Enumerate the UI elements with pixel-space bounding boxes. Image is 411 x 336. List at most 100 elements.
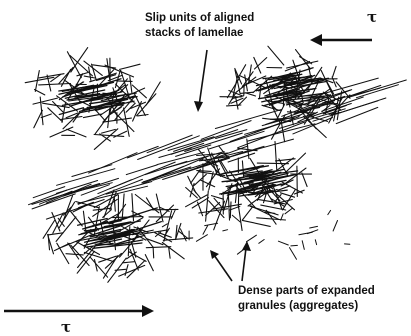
tau-bottom-label: τ — [61, 318, 71, 336]
granule-lamella — [71, 48, 88, 72]
granule-lamella — [135, 195, 159, 213]
granule-lamella — [303, 116, 326, 137]
granule-lamella — [146, 247, 171, 248]
fragment-lamella — [315, 240, 316, 245]
granule-lamella — [120, 64, 140, 69]
slip-units-label-line1: Slip units of aligned — [145, 11, 254, 26]
granule-lamella — [146, 82, 160, 105]
granule-lamella — [83, 211, 86, 233]
granule-lamella — [302, 173, 307, 187]
granule-lamella — [259, 86, 261, 99]
granule-lamella — [242, 220, 270, 226]
fragment-lamella — [328, 210, 331, 214]
slip-lamella — [126, 165, 157, 175]
granule-lamella — [138, 115, 149, 116]
granule-lamella — [145, 255, 153, 271]
fragment-lamella — [162, 224, 167, 227]
fragment-lamella — [203, 226, 208, 235]
granule-lamella — [66, 254, 83, 255]
slip-lamella — [209, 131, 264, 149]
granule-lamella — [68, 243, 79, 259]
granule-lamella — [268, 46, 284, 65]
granule-lamella — [43, 221, 54, 239]
tau-top-label: τ — [367, 8, 377, 26]
fragment-lamella — [310, 226, 318, 228]
granule-lamella — [212, 196, 224, 200]
fragment-lamella — [223, 230, 228, 231]
granule-lamella — [283, 190, 296, 210]
granule-lamella — [261, 205, 286, 210]
granule-lamella — [254, 57, 261, 73]
slip-units-label: Slip units of aligned stacks of lamellae — [145, 11, 254, 41]
granule-lamella — [105, 253, 121, 268]
granule-lamella — [71, 245, 89, 265]
dense-pointer-right-head — [242, 241, 251, 251]
granule-lamella — [242, 207, 252, 220]
granule-lamella — [34, 110, 43, 128]
granule-lamella — [48, 233, 63, 235]
granule-lamella — [115, 269, 126, 270]
fragment-lamella — [290, 248, 297, 260]
granule-lamella — [130, 77, 132, 93]
fragment-lamella — [285, 208, 293, 214]
fragment-lamella — [232, 215, 240, 222]
granule-lamella — [67, 52, 81, 78]
fragment-lamella — [247, 235, 257, 242]
granule-lamella — [246, 93, 256, 96]
granule-lamella — [39, 84, 71, 85]
slip-lamella — [248, 124, 315, 141]
fragment-lamella — [302, 241, 304, 250]
granule-lamella — [108, 108, 110, 128]
granule-lamella — [275, 142, 277, 171]
granule-lamella — [194, 190, 201, 198]
granule-lamella — [272, 184, 282, 210]
slip-pointer — [199, 50, 207, 106]
granule-lamella — [103, 210, 112, 218]
slip-lamella — [46, 200, 104, 220]
fragment-lamella — [333, 221, 337, 232]
dense-parts-label: Dense parts of expanded granules (aggreg… — [238, 284, 375, 314]
slip-lamella — [157, 152, 204, 164]
granule-lamella — [236, 97, 239, 110]
granule-lamella — [227, 105, 241, 106]
granule-lamella — [84, 76, 95, 78]
shear-arrow-top-head — [310, 34, 322, 46]
slip-lamella — [185, 133, 243, 151]
fragment-lamella — [278, 241, 288, 245]
slip-lamella — [89, 153, 137, 173]
granule-lamella — [238, 205, 242, 231]
shear-arrow-bottom-head — [142, 305, 154, 317]
granule-lamella — [122, 194, 124, 218]
granule-lamella — [48, 234, 49, 249]
slip-lamella — [127, 146, 158, 158]
fragment-lamella — [281, 214, 284, 220]
dense-pointer-left — [214, 255, 232, 281]
slip-units-label-line2: stacks of lamellae — [145, 26, 254, 41]
slip-pointer-head — [194, 101, 203, 112]
granule-lamella — [336, 82, 350, 98]
granule-lamella — [70, 211, 82, 226]
slip-lamella — [32, 184, 100, 205]
slip-lamella — [293, 118, 333, 134]
slip-lamella — [174, 130, 238, 152]
granule-lamella — [125, 265, 128, 276]
granule-lamella — [257, 163, 288, 164]
fragment-lamella — [259, 240, 264, 244]
dense-parts-label-line2: granules (aggregates) — [238, 299, 375, 314]
lamellae-layer — [25, 46, 406, 282]
granule-lamella — [162, 243, 184, 259]
granule-lamella — [59, 202, 75, 228]
arrows-layer — [4, 34, 372, 317]
fragment-lamella — [196, 235, 207, 242]
granule-lamella — [114, 198, 115, 211]
granule-lamella — [123, 262, 135, 263]
granule-lamella — [119, 265, 145, 276]
granule-lamella — [333, 66, 336, 76]
granule-lamella — [278, 186, 290, 191]
fragment-lamella — [291, 245, 298, 246]
dense-parts-label-line1: Dense parts of expanded — [238, 284, 375, 299]
slip-lamella — [143, 167, 191, 182]
fragment-lamella — [299, 232, 312, 235]
granule-lamella — [47, 75, 51, 91]
